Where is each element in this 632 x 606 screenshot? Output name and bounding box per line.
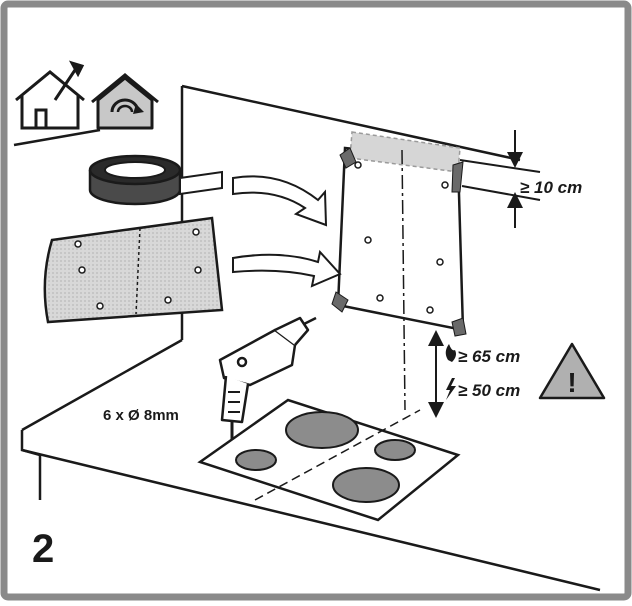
tape-roll	[88, 154, 223, 206]
hob	[197, 398, 461, 522]
hob-burner-large-front	[332, 467, 400, 503]
warning-triangle-icon: !	[538, 342, 606, 400]
paper-template	[43, 216, 224, 324]
drill-holes-label: 6 x Ø 8mm	[103, 407, 179, 424]
gas-clearance-label: ≥ 65 cm	[458, 347, 520, 366]
template-arrow	[232, 249, 342, 288]
electric-bolt-icon	[446, 378, 456, 400]
electric-clearance-label: ≥ 50 cm	[458, 381, 520, 400]
countertop	[20, 338, 601, 592]
hob-burner-small	[374, 439, 416, 461]
tape-arrow	[232, 175, 328, 227]
step-number: 2	[32, 527, 54, 571]
svg-text:!: !	[567, 367, 576, 398]
house-recirculate-icon	[91, 73, 159, 130]
drill-icon	[218, 316, 317, 440]
hob-burner-large	[285, 411, 359, 449]
house-extract-icon	[15, 60, 85, 130]
wall-template	[331, 131, 467, 411]
hob-burner-small-front	[235, 449, 277, 471]
top-clearance-label: ≥ 10 cm	[520, 178, 582, 197]
top-clearance-dimension	[459, 130, 541, 228]
gas-flame-icon	[445, 344, 456, 362]
